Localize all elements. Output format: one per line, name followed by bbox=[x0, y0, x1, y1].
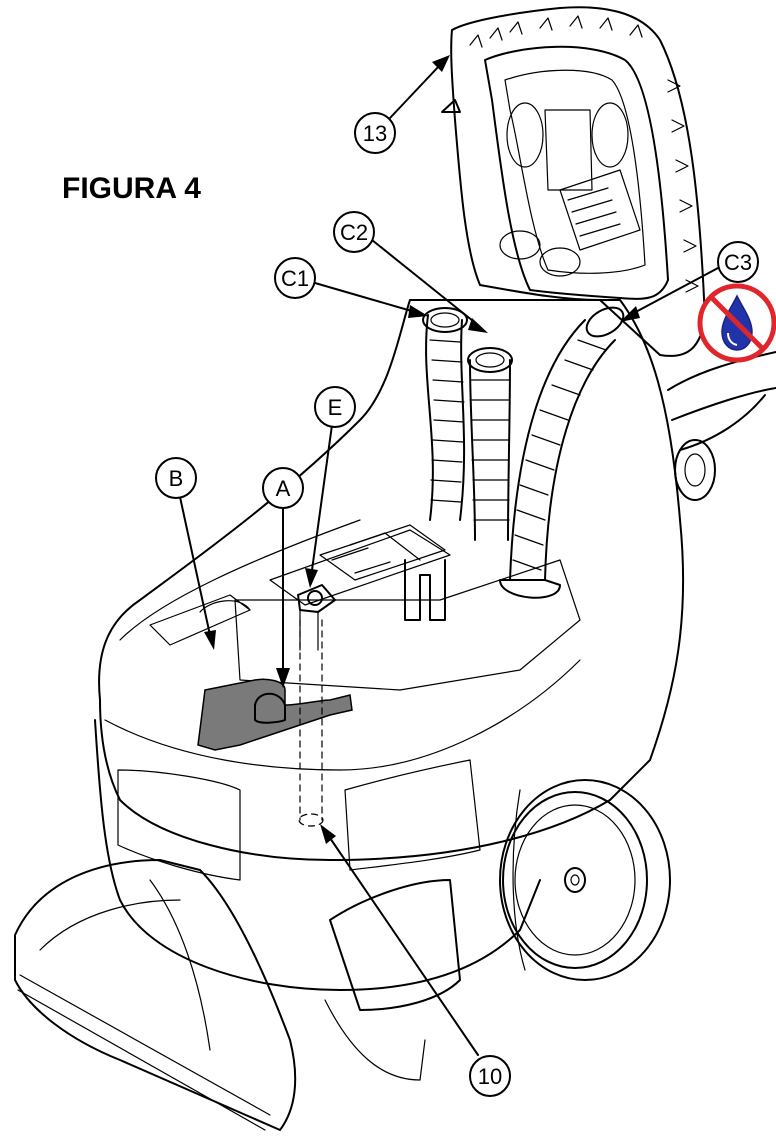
no-water-drop-icon bbox=[697, 283, 776, 363]
callout-a: A bbox=[262, 467, 304, 509]
callout-e-label: E bbox=[328, 395, 343, 420]
callout-10: 10 bbox=[469, 1055, 511, 1097]
callout-c2-label: C2 bbox=[340, 220, 368, 245]
callout-c3-label: C3 bbox=[724, 250, 752, 275]
callout-c3: C3 bbox=[717, 241, 759, 283]
leader-lines bbox=[179, 55, 719, 1056]
callout-10-label: 10 bbox=[478, 1064, 502, 1089]
inner-pipe bbox=[298, 619, 324, 827]
filter-area bbox=[197, 678, 353, 751]
lid bbox=[441, 6, 706, 357]
machine-body bbox=[94, 299, 685, 991]
callout-b-label: B bbox=[169, 466, 184, 491]
callout-c2: C2 bbox=[333, 211, 375, 253]
callout-13-label: 13 bbox=[363, 121, 387, 146]
rear-wheel bbox=[499, 779, 671, 981]
filter-clip bbox=[254, 692, 286, 724]
handle bbox=[667, 351, 776, 501]
callout-13: 13 bbox=[354, 112, 396, 154]
callout-c1: C1 bbox=[274, 257, 316, 299]
callout-c1-label: C1 bbox=[281, 266, 309, 291]
callout-e: E bbox=[314, 386, 356, 428]
callout-a-label: A bbox=[276, 476, 291, 501]
valve bbox=[297, 584, 336, 651]
hoses bbox=[422, 306, 625, 599]
figure-title: FIGURA 4 bbox=[62, 172, 201, 205]
front-nozzle bbox=[14, 859, 461, 1131]
callout-b: B bbox=[155, 457, 197, 499]
